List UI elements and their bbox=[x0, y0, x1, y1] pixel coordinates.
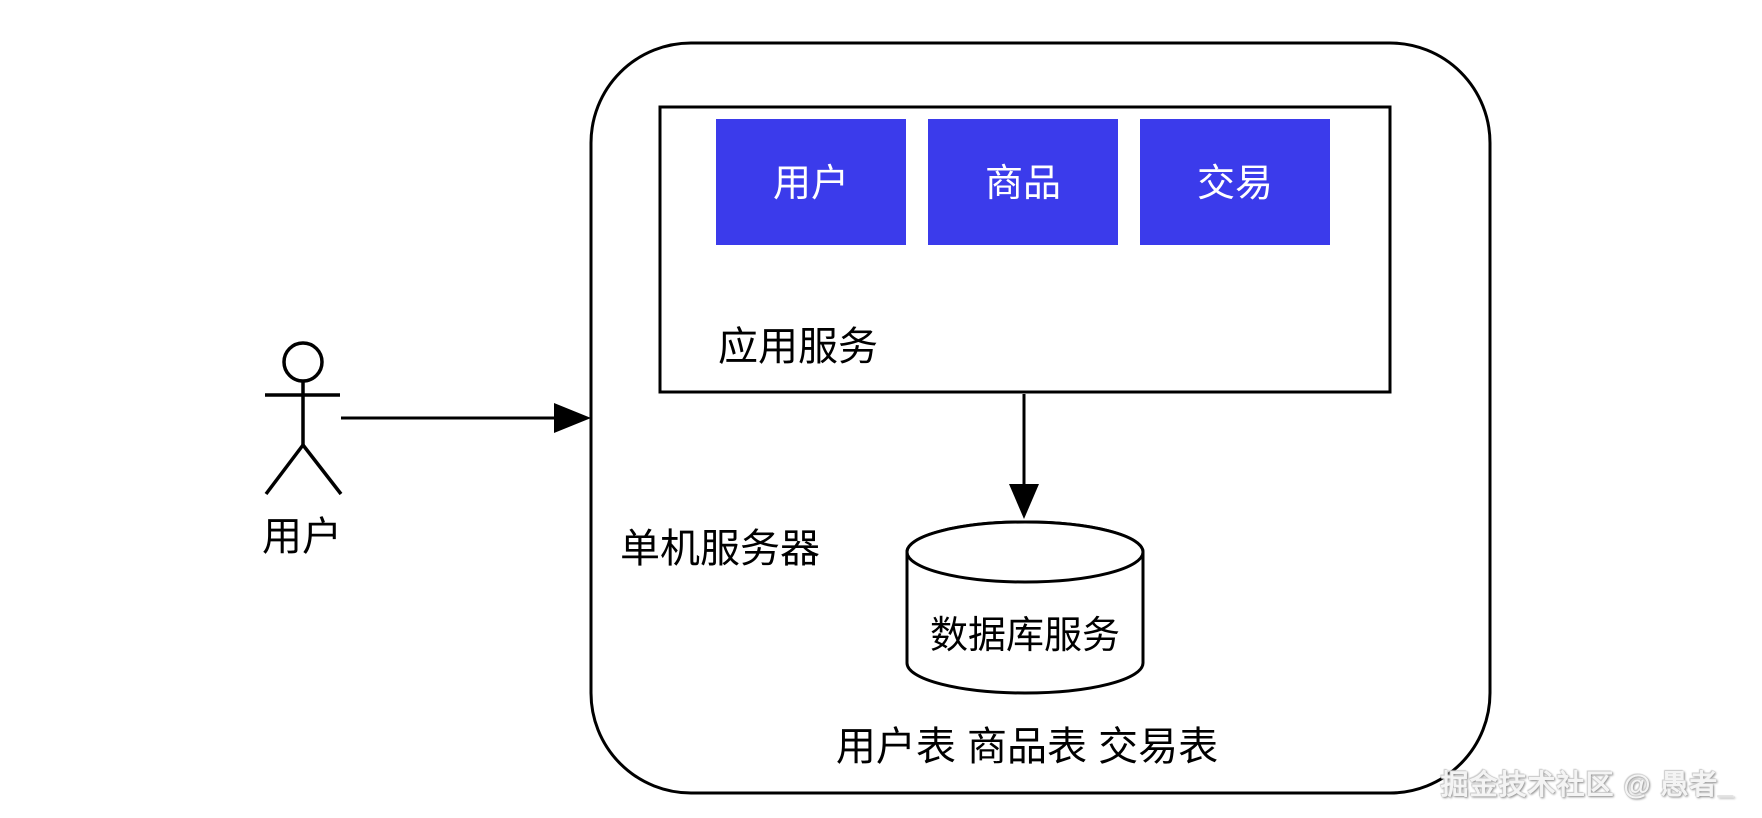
database-cylinder-top bbox=[905, 520, 1145, 584]
db-arrow-head bbox=[1009, 484, 1039, 519]
module-box-user-rect bbox=[716, 119, 906, 245]
server-label: 单机服务器 bbox=[620, 527, 820, 571]
module-box-user-label: 用户 bbox=[773, 163, 849, 205]
watermark: 掘金技术社区 @ 愚者_ bbox=[1440, 769, 1735, 800]
actor-leg-right bbox=[301, 443, 343, 496]
actor-head bbox=[282, 341, 324, 383]
tables-label: 用户表 商品表 交易表 bbox=[836, 725, 1218, 769]
module-box-product-rect bbox=[928, 119, 1118, 245]
module-box-trade-label: 交易 bbox=[1197, 163, 1273, 205]
module-box-user: 用户 bbox=[716, 119, 906, 245]
database-cylinder: 数据库服务 bbox=[905, 520, 1145, 695]
request-arrow-head bbox=[554, 403, 591, 433]
module-box-trade-rect bbox=[1140, 119, 1330, 245]
user-person-icon bbox=[264, 341, 343, 496]
actor-label: 用户 bbox=[262, 515, 342, 559]
module-box-trade: 交易 bbox=[1140, 119, 1330, 245]
module-box-product-label: 商品 bbox=[985, 163, 1061, 205]
actor-leg-left bbox=[264, 443, 305, 496]
app-service-label: 应用服务 bbox=[718, 325, 878, 369]
db-arrow bbox=[1009, 394, 1039, 519]
module-box-product: 商品 bbox=[928, 119, 1118, 245]
request-arrow bbox=[341, 403, 591, 433]
database-label: 数据库服务 bbox=[930, 615, 1120, 657]
